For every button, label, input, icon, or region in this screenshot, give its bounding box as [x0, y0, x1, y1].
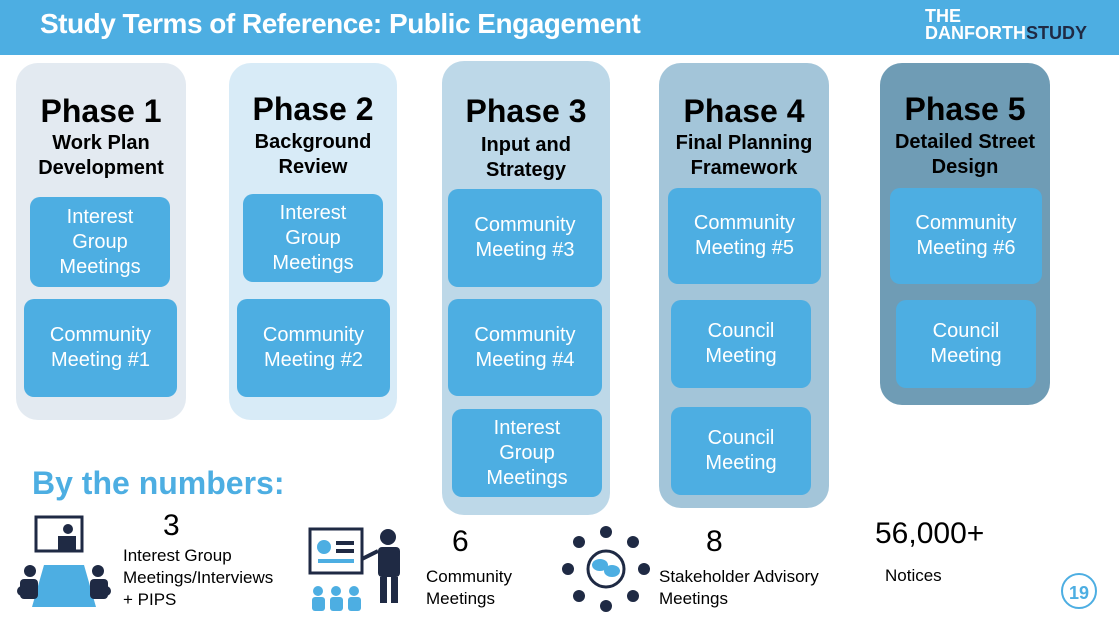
phase-title: Phase 2 — [252, 91, 374, 127]
stat-label: Notices — [885, 566, 942, 585]
phase-title: Phase 4 — [683, 93, 805, 129]
phase-title: Phase 3 — [465, 93, 587, 129]
brand-line2a: DANFORTH — [924, 23, 1026, 43]
brand-line2b: STUDY — [1025, 23, 1087, 43]
brand-line1: THE — [924, 6, 961, 26]
page-number-badge: 19 — [1061, 573, 1097, 609]
phase-title: Phase 1 — [40, 93, 162, 129]
stat-value: 8 — [706, 525, 723, 558]
stat-value: 6 — [452, 525, 469, 558]
presenter-icon — [308, 527, 400, 611]
stat-value: 56,000+ — [875, 517, 985, 550]
stat-value: 3 — [163, 509, 180, 542]
page-title: Study Terms of Reference: Public Engagem… — [40, 8, 641, 39]
round-table-icon — [562, 526, 650, 612]
phase-title: Phase 5 — [904, 91, 1026, 127]
header-bar: Study Terms of Reference: Public Engagem… — [0, 0, 1119, 55]
numbers-heading: By the numbers: — [32, 465, 285, 501]
brand-logo: THE DANFORTHSTUDY — [924, 6, 1087, 43]
meeting-table-icon — [17, 515, 111, 607]
